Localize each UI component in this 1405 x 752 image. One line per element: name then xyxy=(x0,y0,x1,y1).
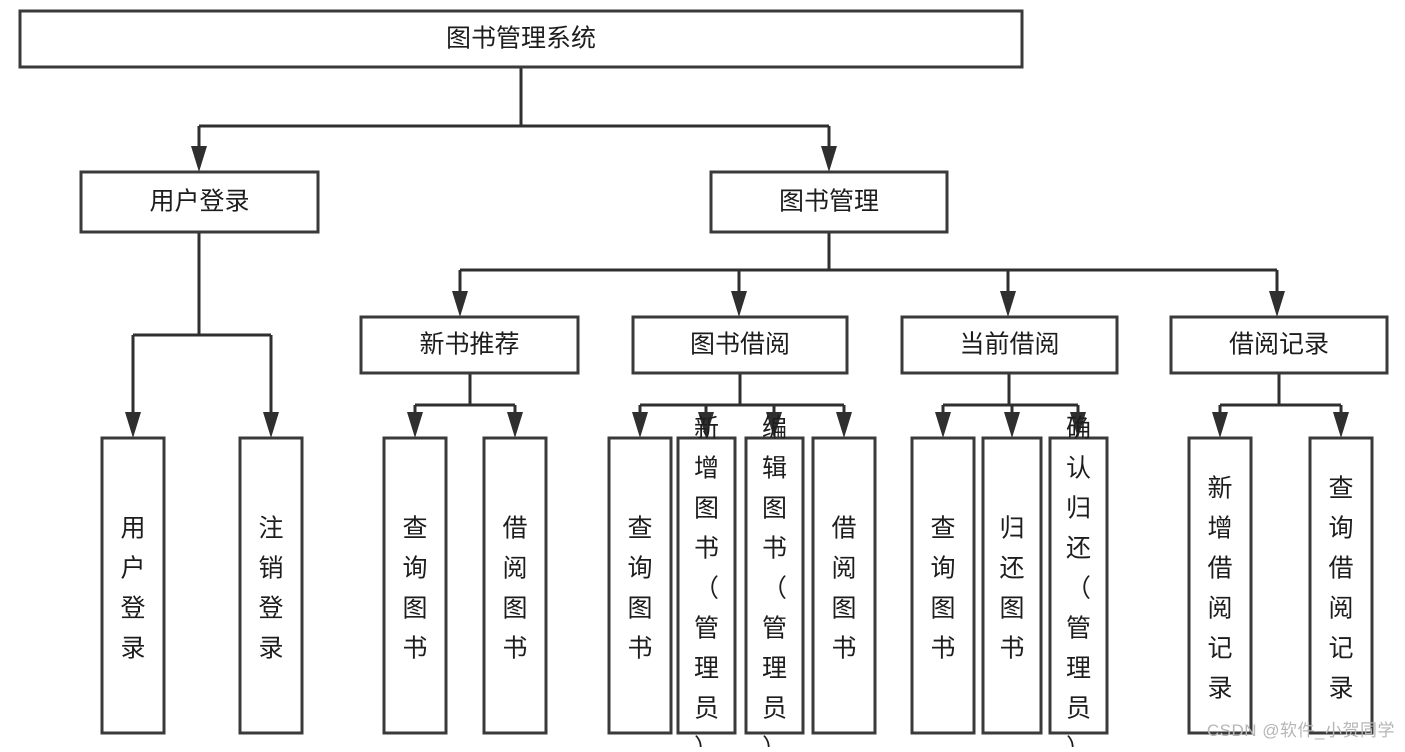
node-box[interactable] xyxy=(1048,436,1109,735)
node-box[interactable] xyxy=(79,170,320,234)
node-box[interactable] xyxy=(744,436,805,735)
node-leaf-add-borrow-record[interactable]: 新增借阅记录 xyxy=(1187,436,1253,735)
node-label: 借阅图书 xyxy=(502,515,527,663)
node-label: 查询图书 xyxy=(627,515,652,663)
node-leaf-query-book-current[interactable]: 查询图书 xyxy=(910,436,976,735)
arrow-head-icon xyxy=(125,412,141,438)
node-box[interactable] xyxy=(382,436,448,735)
node-label: 用户登录 xyxy=(120,515,145,663)
node-label: 图书管理 xyxy=(779,188,879,216)
node-box[interactable] xyxy=(811,436,877,735)
node-new-book-recommend[interactable]: 新书推荐 xyxy=(359,315,580,375)
node-box[interactable] xyxy=(100,436,166,735)
arrow-head-icon xyxy=(1333,412,1349,438)
watermark-text: CSDN @软件_小贺同学 xyxy=(1206,721,1395,740)
node-box[interactable] xyxy=(482,436,548,735)
node-leaf-borrow-book[interactable]: 借阅图书 xyxy=(811,436,877,735)
node-box[interactable] xyxy=(359,315,580,375)
node-box[interactable] xyxy=(1308,436,1374,735)
node-label: 用户登录 xyxy=(149,188,249,216)
connector-group xyxy=(191,67,837,172)
node-leaf-return-book[interactable]: 归还图书 xyxy=(981,436,1043,735)
arrow-head-icon xyxy=(1269,291,1285,317)
node-label: 编辑图书（管理员） xyxy=(762,415,787,747)
node-box[interactable] xyxy=(1187,436,1253,735)
arrow-head-icon xyxy=(1000,291,1016,317)
node-book-management[interactable]: 图书管理 xyxy=(709,170,949,234)
node-box[interactable] xyxy=(910,436,976,735)
connector-group xyxy=(1212,373,1349,438)
node-label: 查询图书 xyxy=(930,515,955,663)
arrow-head-icon xyxy=(821,146,837,172)
arrow-head-icon xyxy=(1070,412,1086,438)
node-label: 查询借阅记录 xyxy=(1328,475,1353,703)
arrow-head-icon xyxy=(1212,412,1228,438)
node-label: 借阅图书 xyxy=(831,515,856,663)
node-label: 注销登录 xyxy=(258,515,283,663)
node-leaf-borrow-book-recommend[interactable]: 借阅图书 xyxy=(482,436,548,735)
node-label: 图书管理系统 xyxy=(446,25,596,53)
node-leaf-add-book[interactable]: 新增图书（管理员） xyxy=(676,415,737,752)
node-borrow-record[interactable]: 借阅记录 xyxy=(1169,315,1389,375)
node-label: 归还图书 xyxy=(999,515,1024,663)
arrow-head-icon xyxy=(507,412,523,438)
node-leaf-query-borrow-record[interactable]: 查询借阅记录 xyxy=(1308,436,1374,735)
arrow-head-icon xyxy=(407,412,423,438)
node-box[interactable] xyxy=(900,315,1119,375)
node-label: 新增借阅记录 xyxy=(1207,475,1232,703)
connector-group xyxy=(632,373,852,438)
node-label: 图书借阅 xyxy=(690,331,790,359)
arrow-head-icon xyxy=(731,291,747,317)
node-leaf-logout[interactable]: 注销登录 xyxy=(238,436,304,735)
node-leaf-edit-book[interactable]: 编辑图书（管理员） xyxy=(744,415,805,752)
connector-group xyxy=(935,373,1086,438)
arrow-head-icon xyxy=(263,412,279,438)
nodes-layer: 图书管理系统用户登录图书管理新书推荐图书借阅当前借阅借阅记录用户登录注销登录查询… xyxy=(18,9,1389,752)
node-label: 新增图书（管理员） xyxy=(694,415,719,747)
connector-group xyxy=(407,373,523,438)
arrow-head-icon xyxy=(836,412,852,438)
connector-group xyxy=(452,232,1285,317)
node-leaf-query-book-borrow[interactable]: 查询图书 xyxy=(607,436,673,735)
arrow-head-icon xyxy=(766,412,782,438)
node-box[interactable] xyxy=(981,436,1043,735)
arrow-head-icon xyxy=(632,412,648,438)
node-leaf-confirm-return[interactable]: 确认归还（管理员） xyxy=(1048,415,1109,752)
arrow-head-icon xyxy=(452,291,468,317)
node-box[interactable] xyxy=(631,315,849,375)
node-leaf-query-book-recommend[interactable]: 查询图书 xyxy=(382,436,448,735)
connectors-layer xyxy=(125,67,1349,438)
arrow-head-icon xyxy=(935,412,951,438)
node-leaf-user-login[interactable]: 用户登录 xyxy=(100,436,166,735)
node-box[interactable] xyxy=(709,170,949,234)
arrow-head-icon xyxy=(191,146,207,172)
node-label: 确认归还（管理员） xyxy=(1066,415,1091,747)
node-root[interactable]: 图书管理系统 xyxy=(18,9,1024,69)
node-label: 新书推荐 xyxy=(419,331,519,359)
node-box[interactable] xyxy=(607,436,673,735)
node-box[interactable] xyxy=(18,9,1024,69)
node-box[interactable] xyxy=(1169,315,1389,375)
node-current-borrow[interactable]: 当前借阅 xyxy=(900,315,1119,375)
node-book-borrow[interactable]: 图书借阅 xyxy=(631,315,849,375)
arrow-head-icon xyxy=(698,412,714,438)
arrow-head-icon xyxy=(1004,412,1020,438)
node-label: 借阅记录 xyxy=(1229,331,1329,359)
node-label: 查询图书 xyxy=(402,515,427,663)
node-user-login[interactable]: 用户登录 xyxy=(79,170,320,234)
connector-group xyxy=(125,232,279,438)
node-box[interactable] xyxy=(676,436,737,735)
node-label: 当前借阅 xyxy=(959,331,1059,359)
node-box[interactable] xyxy=(238,436,304,735)
